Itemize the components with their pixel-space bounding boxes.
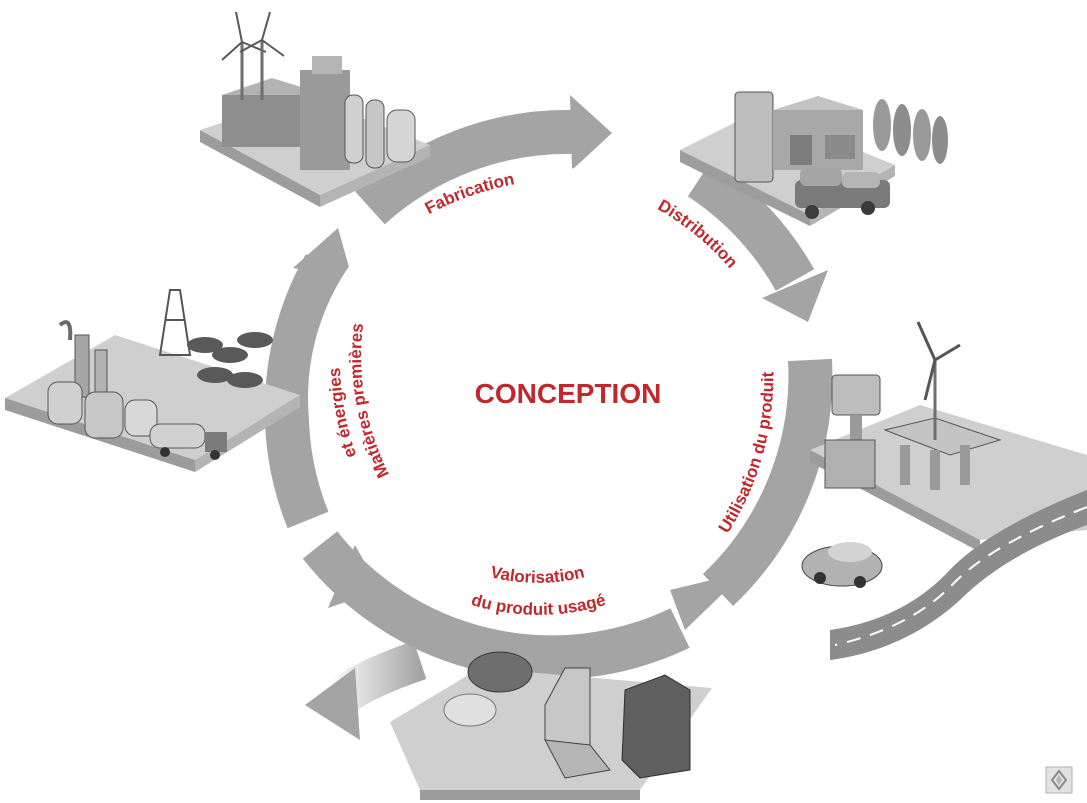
arrowhead-fabrication <box>293 228 352 278</box>
center-title: CONCEPTION <box>475 378 662 409</box>
arrowhead-exit <box>305 668 360 740</box>
renault-diamond-logo <box>1045 766 1073 794</box>
dealership-illustration <box>680 91 948 226</box>
raw-materials-illustration <box>5 289 300 472</box>
cycle-ring <box>264 95 833 740</box>
arrowhead-utilisation <box>762 270 828 322</box>
factory-illustration <box>200 11 430 207</box>
arrow-matieres-to-fabrication <box>264 254 345 529</box>
arrow-fabrication-to-distribution <box>355 109 579 225</box>
arrow-utilisation-to-valorisation <box>702 358 833 606</box>
recycling-illustration <box>390 651 712 800</box>
arrowhead-matieres <box>328 545 380 608</box>
arrow-distribution-to-utilisation <box>687 159 815 292</box>
service-station-illustration <box>801 321 1087 660</box>
arrowhead-valorisation <box>670 572 745 630</box>
arrowhead-distribution <box>570 95 612 170</box>
